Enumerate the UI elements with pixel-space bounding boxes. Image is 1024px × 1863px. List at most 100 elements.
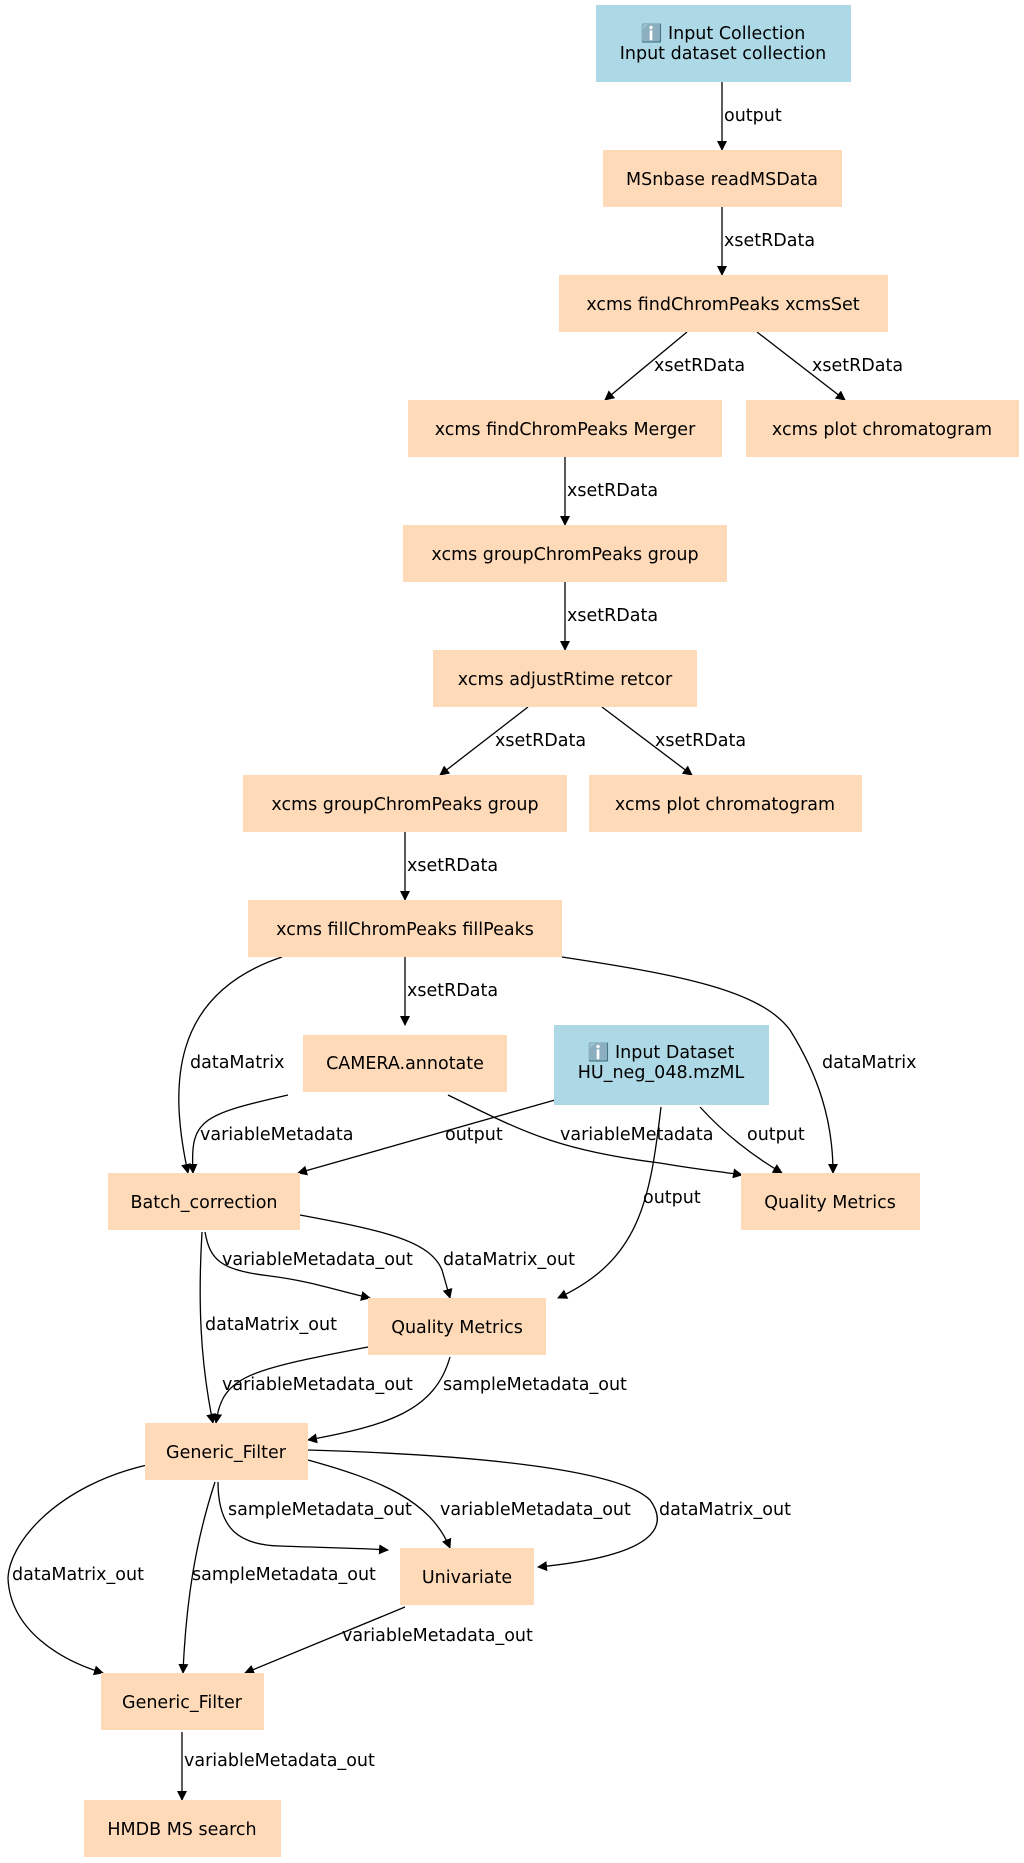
node-label: xcms fillChromPeaks fillPeaks	[276, 920, 534, 940]
node-label: xcms plot chromatogram	[615, 795, 835, 815]
edge-label: output	[643, 1188, 701, 1208]
edge-input-collection-to-readmsdata: output	[717, 82, 782, 151]
edge-label: xsetRData	[567, 481, 658, 501]
node-group1[interactable]: xcms groupChromPeaks group	[403, 525, 727, 582]
edge-label: variableMetadata_out	[440, 1500, 631, 1520]
edge-inputds-to-batch: output	[297, 1099, 556, 1176]
node-camera[interactable]: CAMERA.annotate	[303, 1035, 507, 1092]
edge-label: output	[724, 106, 782, 126]
edge-label: sampleMetadata_out	[192, 1565, 376, 1585]
node-findchrompeaks[interactable]: xcms findChromPeaks xcmsSet	[559, 275, 888, 332]
node-box	[746, 400, 1019, 457]
node-box	[741, 1173, 920, 1230]
node-box	[603, 150, 842, 207]
edge-label: variableMetadata_out	[342, 1626, 533, 1646]
edge-filter1-to-univariate-datamatrix: dataMatrix_out	[307, 1449, 791, 1572]
edge-camera-to-qm1: variableMetadata	[447, 1094, 743, 1179]
node-box	[101, 1673, 264, 1730]
edge-readmsdata-to-findchrompeaks: xsetRData	[717, 207, 815, 276]
node-readmsdata[interactable]: MSnbase readMSData	[603, 150, 842, 207]
node-label: xcms plot chromatogram	[772, 420, 992, 440]
node-label: xcms findChromPeaks Merger	[435, 420, 696, 440]
node-hmdb[interactable]: HMDB MS search	[84, 1800, 281, 1857]
node-label: Generic_Filter	[122, 1693, 243, 1713]
edge-label: dataMatrix_out	[443, 1250, 575, 1270]
edge-group2-to-fill: xsetRData	[400, 832, 498, 901]
node-label: xcms adjustRtime retcor	[458, 670, 673, 690]
edge-fill-to-qm1: dataMatrix	[561, 956, 917, 1174]
edge-qm2-to-filter1-sample: sampleMetadata_out	[307, 1356, 627, 1444]
node-label: HMDB MS search	[107, 1820, 256, 1840]
node-label: xcms findChromPeaks xcmsSet	[586, 295, 859, 315]
edge-label: xsetRData	[654, 356, 745, 376]
node-title: ℹ️ Input Collection	[641, 23, 806, 44]
edge-label: dataMatrix_out	[205, 1315, 337, 1335]
edge-findchrompeaks-to-plot1: xsetRData	[756, 331, 903, 401]
edge-label: xsetRData	[655, 731, 746, 751]
edge-adjust-to-group2: xsetRData	[439, 706, 586, 776]
edge-label: dataMatrix	[190, 1053, 285, 1073]
node-box	[145, 1423, 308, 1480]
edge-filter1-to-univariate-variable: variableMetadata_out	[307, 1459, 631, 1549]
edge-label: variableMetadata	[200, 1125, 353, 1145]
node-quality-metrics-2[interactable]: Quality Metrics	[368, 1298, 546, 1355]
node-box	[248, 900, 562, 957]
edge-label: output	[445, 1125, 503, 1145]
edge-filter1-to-univariate-sample: sampleMetadata_out	[217, 1481, 412, 1555]
edge-label: variableMetadata_out	[222, 1250, 413, 1270]
edge-camera-to-batch: variableMetadata	[187, 1094, 353, 1174]
edge-label: output	[747, 1125, 805, 1145]
node-fill[interactable]: xcms fillChromPeaks fillPeaks	[248, 900, 562, 957]
node-univariate[interactable]: Univariate	[400, 1548, 534, 1605]
node-input-dataset[interactable]: ℹ️ Input Dataset HU_neg_048.mzML	[554, 1025, 769, 1105]
edges: output xsetRData xsetRData xsetRData xse…	[7, 82, 917, 1801]
edge-label: dataMatrix_out	[12, 1565, 144, 1585]
edge-inputds-to-qm2: output	[557, 1106, 701, 1299]
edge-label: sampleMetadata_out	[228, 1500, 412, 1520]
node-generic-filter-2[interactable]: Generic_Filter	[101, 1673, 264, 1730]
node-plot2[interactable]: xcms plot chromatogram	[589, 775, 862, 832]
edge-findchrompeaks-to-merger: xsetRData	[604, 331, 745, 401]
node-label: Univariate	[422, 1568, 512, 1588]
node-merger[interactable]: xcms findChromPeaks Merger	[408, 400, 722, 457]
edge-fill-to-batch: dataMatrix	[178, 956, 285, 1174]
edge-filter1-to-filter2-sample: sampleMetadata_out	[178, 1481, 376, 1674]
edge-filter2-to-hmdb: variableMetadata_out	[177, 1732, 375, 1801]
node-input-collection[interactable]: ℹ️ Input Collection Input dataset collec…	[596, 5, 851, 82]
node-label: Quality Metrics	[764, 1193, 896, 1213]
edge-univariate-to-filter2: variableMetadata_out	[244, 1606, 533, 1675]
edge-batch-to-filter1: dataMatrix_out	[199, 1231, 337, 1424]
edge-qm2-to-filter1-variable: variableMetadata_out	[212, 1346, 413, 1424]
node-label: Generic_Filter	[166, 1443, 287, 1463]
node-quality-metrics-1[interactable]: Quality Metrics	[741, 1173, 920, 1230]
node-label: xcms groupChromPeaks group	[431, 545, 698, 565]
edge-merger-to-group1: xsetRData	[560, 457, 658, 526]
node-adjust[interactable]: xcms adjustRtime retcor	[433, 650, 697, 707]
node-box	[596, 5, 851, 82]
edge-label: xsetRData	[407, 981, 498, 1001]
node-subtitle: Input dataset collection	[620, 44, 827, 64]
edge-label: variableMetadata	[560, 1125, 713, 1145]
node-label: xcms groupChromPeaks group	[271, 795, 538, 815]
node-plot1[interactable]: xcms plot chromatogram	[746, 400, 1019, 457]
node-box	[408, 400, 722, 457]
node-box	[303, 1035, 507, 1092]
node-title: ℹ️ Input Dataset	[588, 1042, 735, 1063]
edge-label: xsetRData	[567, 606, 658, 626]
node-box	[554, 1025, 769, 1105]
edge-label: sampleMetadata_out	[443, 1375, 627, 1395]
edge-label: xsetRData	[724, 231, 815, 251]
edge-group1-to-adjust: xsetRData	[560, 582, 658, 651]
node-box	[559, 275, 888, 332]
edge-label: xsetRData	[407, 856, 498, 876]
edge-label: dataMatrix_out	[659, 1500, 791, 1520]
node-batch[interactable]: Batch_correction	[108, 1173, 300, 1230]
node-generic-filter-1[interactable]: Generic_Filter	[145, 1423, 308, 1480]
node-group2[interactable]: xcms groupChromPeaks group	[243, 775, 567, 832]
node-box	[433, 650, 697, 707]
node-box	[400, 1548, 534, 1605]
node-box	[589, 775, 862, 832]
edge-label: variableMetadata_out	[222, 1375, 413, 1395]
node-box	[368, 1298, 546, 1355]
